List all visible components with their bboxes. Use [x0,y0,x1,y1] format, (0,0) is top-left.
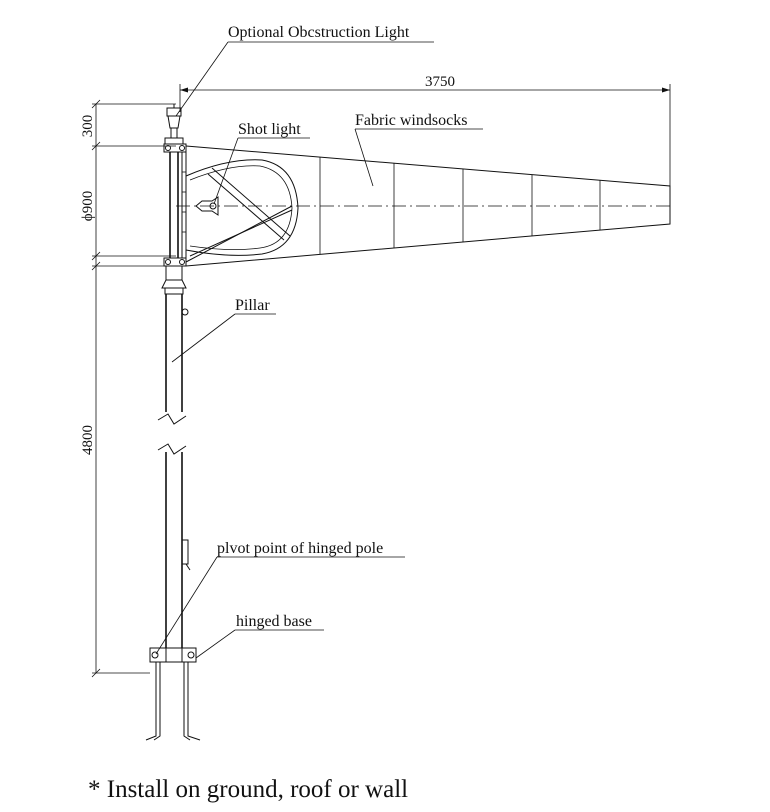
label-hinged-base: hinged base [236,613,312,630]
dimension-length-text: 3750 [425,74,455,90]
footnote-install: * Install on ground, roof or wall [88,776,408,803]
label-obstruction-light: Optional Obcstruction Light [228,24,410,41]
label-shot-light: Shot light [238,121,301,138]
dimension-pole-height-text: 4800 [80,425,96,455]
windsock-frame [185,159,299,263]
mast-clamp-top [163,143,187,153]
windsock-mast [169,152,187,258]
dimension-length: 3750 [179,74,671,186]
shot-light-icon [195,196,219,216]
dimension-diameter-text: ϕ900 [80,191,96,221]
leader-lines [155,41,483,659]
mast-clamp-bottom [161,257,187,295]
dimension-left-chain: 300 ϕ900 4800 [80,99,176,678]
label-pivot-point: plvot point of hinged pole [217,540,383,557]
dimension-light-height-text: 300 [80,115,96,138]
hinged-base [145,640,201,741]
pillar [157,294,191,648]
fabric-windsock [176,145,672,267]
label-pillar: Pillar [235,297,270,314]
label-fabric-windsocks: Fabric windsocks [355,112,467,129]
